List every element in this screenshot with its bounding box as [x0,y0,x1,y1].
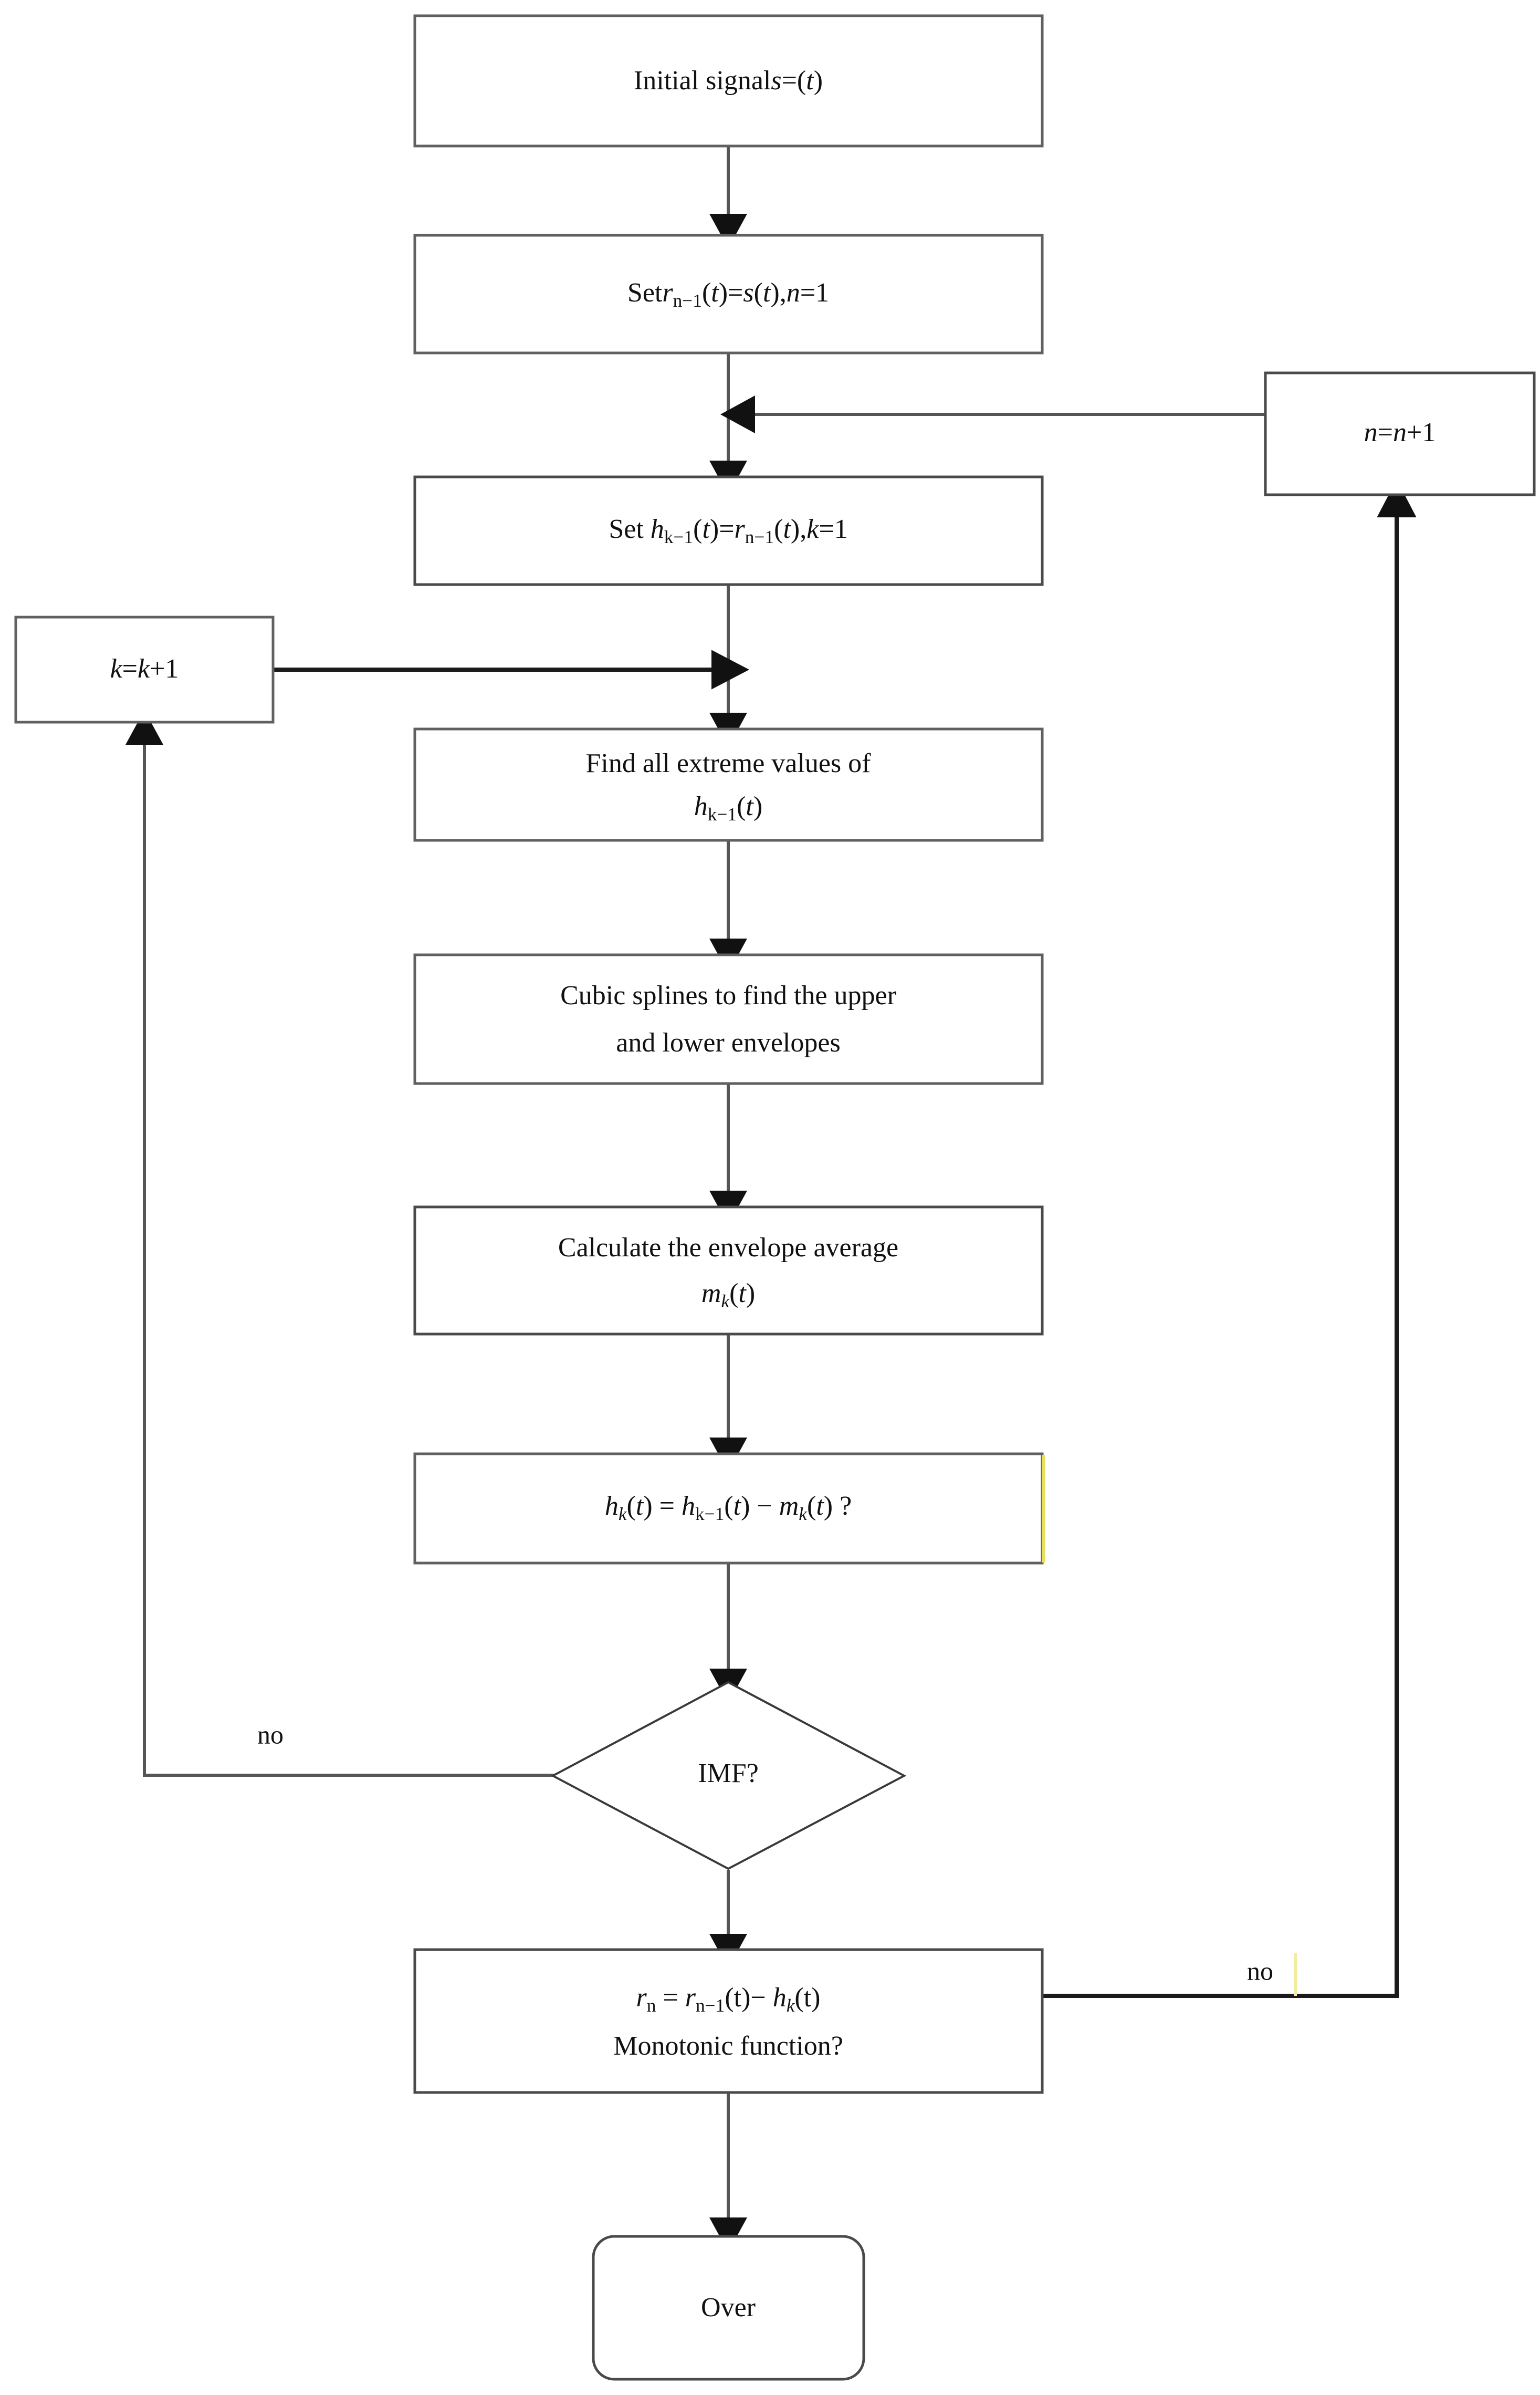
node-imf-decision[interactable]: IMF? [550,1681,907,1870]
node-h-equation-label: hk(t) = hk−1(t) − mk(t) ? [605,1491,852,1524]
node-find-extreme-values-line1: Find all extreme values of [586,748,872,778]
edge-label-no-imf: no [257,1720,284,1749]
node-n-increment[interactable]: n=n+1 [1264,371,1536,496]
edge-monotonic-no-to-n-increment [1042,480,1417,1998]
node-find-extreme-values-line2: hk−1(t) [694,792,762,825]
node-over[interactable]: Over [592,2235,865,2381]
node-envelope-average[interactable]: Calculate the envelope average mk(t) [413,1205,1044,1336]
node-cubic-splines-line2: and lower envelopes [616,1028,840,1058]
node-cubic-splines[interactable]: Cubic splines to find the upper and lowe… [413,953,1044,1085]
node-r-equation-line1: rn = rn−1(t)− hk(t) [636,1983,820,2016]
edge-label-no-monotonic: no [1247,1956,1273,1985]
node-find-extreme-values[interactable]: Find all extreme values of hk−1(t) [413,727,1044,842]
edge-imf-no-to-k-increment [125,710,554,1777]
node-k-increment[interactable]: k=k+1 [14,616,275,724]
node-r-equation-line2: Monotonic function? [613,2031,843,2061]
node-k-increment-label: k=k+1 [110,654,179,684]
node-set-h-label: Set hk−1(t)=rn−1(t),k=1 [609,514,847,547]
node-imf-decision-label: IMF? [698,1758,759,1788]
node-set-r[interactable]: Setrn−1(t)=s(t),n=1 [413,234,1044,355]
node-set-h[interactable]: Set hk−1(t)=rn−1(t),k=1 [413,475,1044,586]
node-envelope-average-line1: Calculate the envelope average [558,1233,898,1263]
node-set-r-label: Setrn−1(t)=s(t),n=1 [627,278,829,311]
node-envelope-average-line2: mk(t) [701,1278,755,1311]
node-h-equation[interactable]: hk(t) = hk−1(t) − mk(t) ? [413,1452,1044,1565]
node-over-label: Over [701,2293,756,2323]
node-n-increment-label: n=n+1 [1364,418,1436,447]
node-initial-signal-label: Initial signals=(t) [634,66,823,96]
node-r-equation[interactable]: rn = rn−1(t)− hk(t) Monotonic function? [413,1948,1044,2094]
node-cubic-splines-line1: Cubic splines to find the upper [560,981,896,1011]
node-initial-signal[interactable]: Initial signals=(t) [413,14,1044,148]
